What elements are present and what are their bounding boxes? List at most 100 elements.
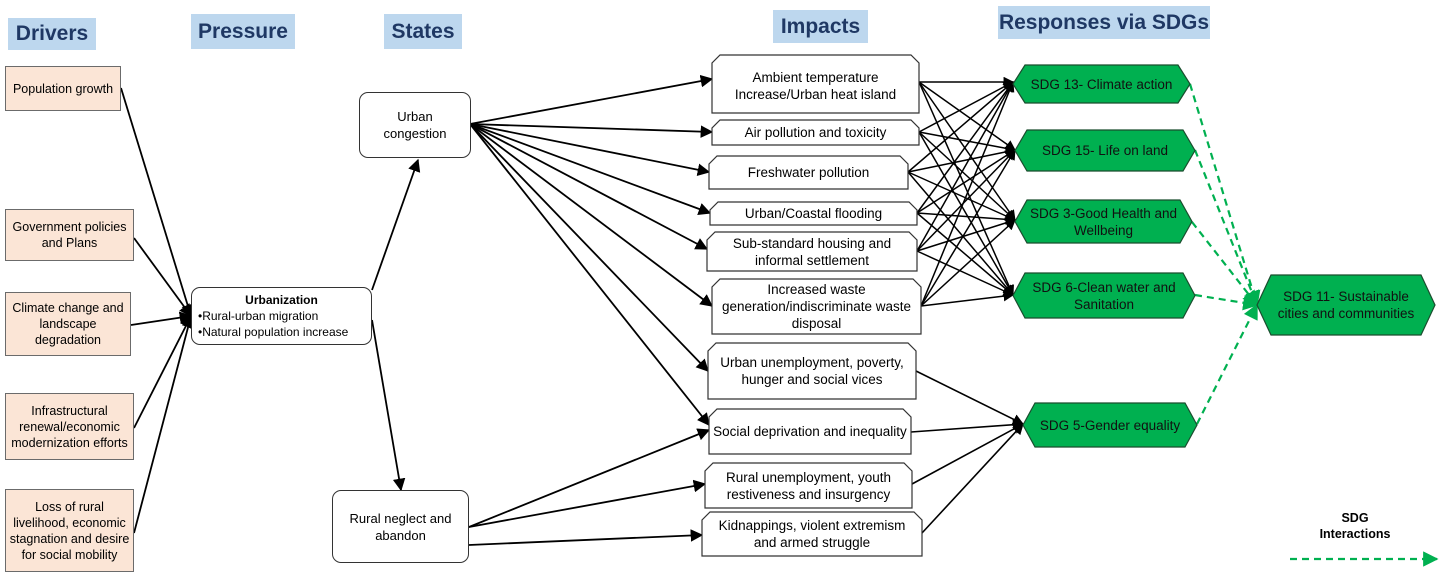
- sdg-interaction-arrow-5: [1196, 303, 1258, 425]
- impact-sdg-arrow-2-2: [907, 171, 1016, 221]
- impact-sdg-arrow-3-2: [916, 212, 1017, 225]
- sdg-6-clean-water: SDG 6-Clean water and Sanitation: [1032, 279, 1176, 312]
- urban-congestion-arrow-2: [469, 123, 711, 176]
- impact-box-shape-7: [708, 408, 912, 455]
- impact-sdg-arrow-0-2: [918, 81, 1016, 221]
- impact-freshwater-pollution: Freshwater pollution: [747, 165, 870, 180]
- sdg-hexagon-shape-2: [1014, 199, 1193, 244]
- impact-sdg-arrow-5-2: [920, 219, 1016, 307]
- urban-congestion-arrow-1: [469, 123, 714, 138]
- impact-box-shape-6: [707, 342, 917, 400]
- impact-sdg-arrow-2-3: [907, 171, 1014, 296]
- urban-congestion-arrow-3: [469, 123, 712, 215]
- state-rural-neglect: Rural neglect and abandon: [332, 490, 469, 563]
- impact-sdg-arrow-2-0: [907, 81, 1014, 173]
- impact-sdg5-arrow-0: [915, 370, 1025, 425]
- sdg-hexagon-shape-3: [1012, 272, 1196, 319]
- sdg-interaction-arrow-6: [1194, 293, 1259, 311]
- impact-sdg-arrow-0-1: [918, 81, 1016, 151]
- impact-sdg-arrow-0-3: [918, 81, 1014, 296]
- impact-sdg-arrow-2-1: [907, 146, 1017, 173]
- impact-flooding: Urban/Coastal flooding: [744, 206, 883, 221]
- impact-and-sdg-shapes: [701, 54, 1436, 557]
- header-states: States: [384, 14, 462, 49]
- sdg-13-climate-action: SDG 13- Climate action: [1030, 76, 1173, 92]
- impact-box-shape-5: [711, 278, 922, 335]
- impact-sdg-arrow-5-0: [920, 81, 1015, 307]
- impact-urban-unemployment: Urban unemployment, poverty, hunger and …: [720, 355, 904, 387]
- legend-title: SDG Interactions: [1319, 511, 1391, 541]
- impact-sdg-arrow-3-0: [916, 81, 1014, 214]
- driver-rural-livelihood-loss: Loss of rural livelihood, economic stagn…: [5, 489, 134, 572]
- sdg-11-hexagon-shape: [1256, 274, 1436, 336]
- sdg-interaction-arrow-3: [1191, 221, 1258, 307]
- sdg-interaction-arrow-13: [1188, 83, 1261, 307]
- impact-box-shape-8: [704, 462, 913, 509]
- driver-arrow-0: [120, 87, 194, 318]
- urban-congestion-arrow-5: [469, 123, 714, 307]
- sdg-hexagon-shape-0: [1012, 64, 1191, 104]
- impact-rural-unemployment: Rural unemployment, youth restiveness an…: [725, 469, 892, 502]
- header-responses: Responses via SDGs: [998, 6, 1210, 39]
- impact-sdg-arrow-1-3: [918, 131, 1014, 296]
- sdg-11-sustainable-cities: SDG 11- Sustainable cities and communiti…: [1277, 289, 1415, 321]
- sdg-interaction-arrow-15: [1193, 149, 1260, 307]
- impact-sdg-arrow-3-3: [916, 212, 1014, 296]
- impact-box-shape-1: [711, 119, 920, 146]
- impact-sdg5-arrow-2: [911, 423, 1024, 485]
- pressure-bullet: •Natural population increase: [198, 325, 349, 339]
- impact-box-shape-3: [709, 201, 918, 226]
- sdg-15-life-on-land: SDG 15- Life on land: [1041, 143, 1169, 158]
- rural-arrow-social-deprivation: [468, 428, 711, 528]
- driver-population-growth: Population growth: [5, 66, 121, 111]
- state-urban-congestion: Urban congestion: [359, 92, 471, 158]
- sdg-hexagon-shape-4: [1022, 402, 1198, 448]
- impact-sdg-arrow-4-2: [916, 217, 1017, 252]
- pressure-title: Urbanization: [245, 293, 318, 307]
- rural-arrow-kidnappings: [468, 529, 704, 546]
- impact-urban-heat-island: Ambient temperature Increase/Urban heat …: [734, 70, 897, 102]
- impact-sdg-arrow-4-3: [916, 250, 1014, 296]
- impact-substandard-housing: Sub-standard housing and informal settle…: [732, 235, 892, 268]
- impact-box-shape-2: [708, 155, 909, 190]
- driver-government-policies: Government policies and Plans: [5, 209, 134, 261]
- sdg-5-gender-equality: SDG 5-Gender equality: [1039, 417, 1181, 433]
- impact-box-shape-0: [711, 54, 920, 114]
- rural-arrow-rural-unemployment: [468, 479, 707, 528]
- impact-box-shape-4: [706, 231, 918, 272]
- impact-waste-disposal: Increased waste generation/indiscriminat…: [721, 282, 912, 331]
- impact-sdg-arrow-4-0: [916, 81, 1014, 252]
- driver-arrow-4: [133, 314, 195, 534]
- sdg-3-good-health: SDG 3-Good Health and Wellbeing: [1029, 205, 1178, 238]
- driver-arrow-3: [133, 314, 192, 429]
- impact-sdg5-arrow-1: [910, 419, 1025, 433]
- driver-arrow-1: [133, 237, 192, 318]
- urban-congestion-arrow-4: [469, 123, 709, 250]
- urban-congestion-arrow-6: [469, 123, 709, 372]
- impact-sdg-arrow-4-1: [916, 149, 1016, 252]
- driver-arrow-2: [130, 311, 193, 326]
- impact-sdg5-arrow-3: [921, 423, 1024, 534]
- impact-box-shape-9: [701, 511, 923, 557]
- impact-sdg-arrow-1-1: [918, 131, 1017, 154]
- pressure-urbanization: Urbanization •Rural-urban migration •Nat…: [191, 287, 372, 345]
- impact-sdg-arrow-1-2: [918, 131, 1016, 221]
- arrow-to-rural-neglect: [371, 319, 406, 492]
- impact-sdg-arrow-3-1: [916, 149, 1016, 214]
- impact-sdg-arrow-5-3: [920, 290, 1015, 307]
- impact-air-pollution: Air pollution and toxicity: [744, 125, 887, 140]
- impact-kidnappings: Kidnappings, violent extremism and armed…: [718, 518, 906, 550]
- pressure-bullet: •Rural-urban migration: [198, 309, 319, 323]
- driver-infrastructural-renewal: Infrastructural renewal/economic moderni…: [5, 393, 134, 460]
- impact-sdg-arrow-1-0: [918, 81, 1014, 133]
- header-pressure: Pressure: [191, 14, 295, 49]
- header-drivers: Drivers: [8, 18, 96, 50]
- header-impacts: Impacts: [773, 10, 868, 43]
- arrow-connectors: [120, 74, 1439, 567]
- urban-congestion-arrow-0: [469, 74, 714, 125]
- sdg-hexagon-shape-1: [1014, 129, 1196, 172]
- impact-social-deprivation: Social deprivation and inequality: [713, 424, 907, 439]
- impact-sdg-arrow-5-1: [920, 149, 1016, 307]
- arrow-to-urban-congestion: [371, 158, 421, 291]
